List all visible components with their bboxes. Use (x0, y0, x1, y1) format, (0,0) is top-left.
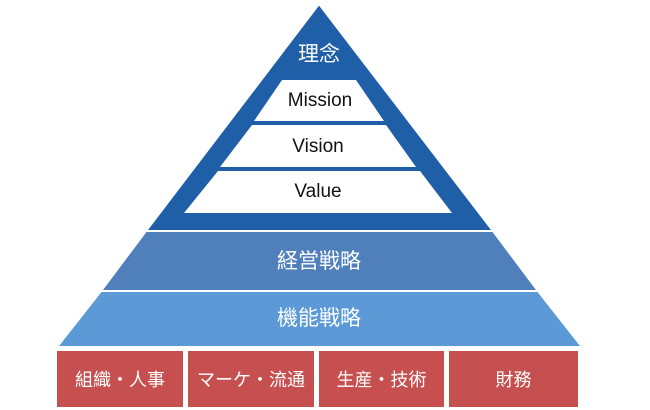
foundation-label: 財務 (495, 370, 532, 391)
functional-strategy-label: 機能戦略 (277, 306, 361, 330)
foundation-label: 生産・技術 (336, 370, 427, 391)
value-band (184, 171, 452, 213)
foundation-block-hr: 組織・人事 (57, 351, 183, 407)
management-strategy-label: 経営戦略 (277, 249, 361, 273)
foundation-label: 組織・人事 (75, 370, 165, 391)
philosophy-title: 理念 (298, 42, 340, 66)
foundation-block-production: 生産・技術 (319, 351, 444, 407)
foundation-block-marketing: マーケ・流通 (188, 351, 314, 407)
foundation-block-finance: 財務 (449, 351, 578, 407)
value-label: Value (294, 181, 342, 202)
foundation-label: マーケ・流通 (197, 370, 305, 391)
functional-strategy-tier (54, 290, 585, 348)
vision-band (220, 125, 416, 167)
mission-band (254, 80, 384, 121)
vision-label: Vision (292, 136, 344, 157)
mission-label: Mission (287, 90, 353, 111)
